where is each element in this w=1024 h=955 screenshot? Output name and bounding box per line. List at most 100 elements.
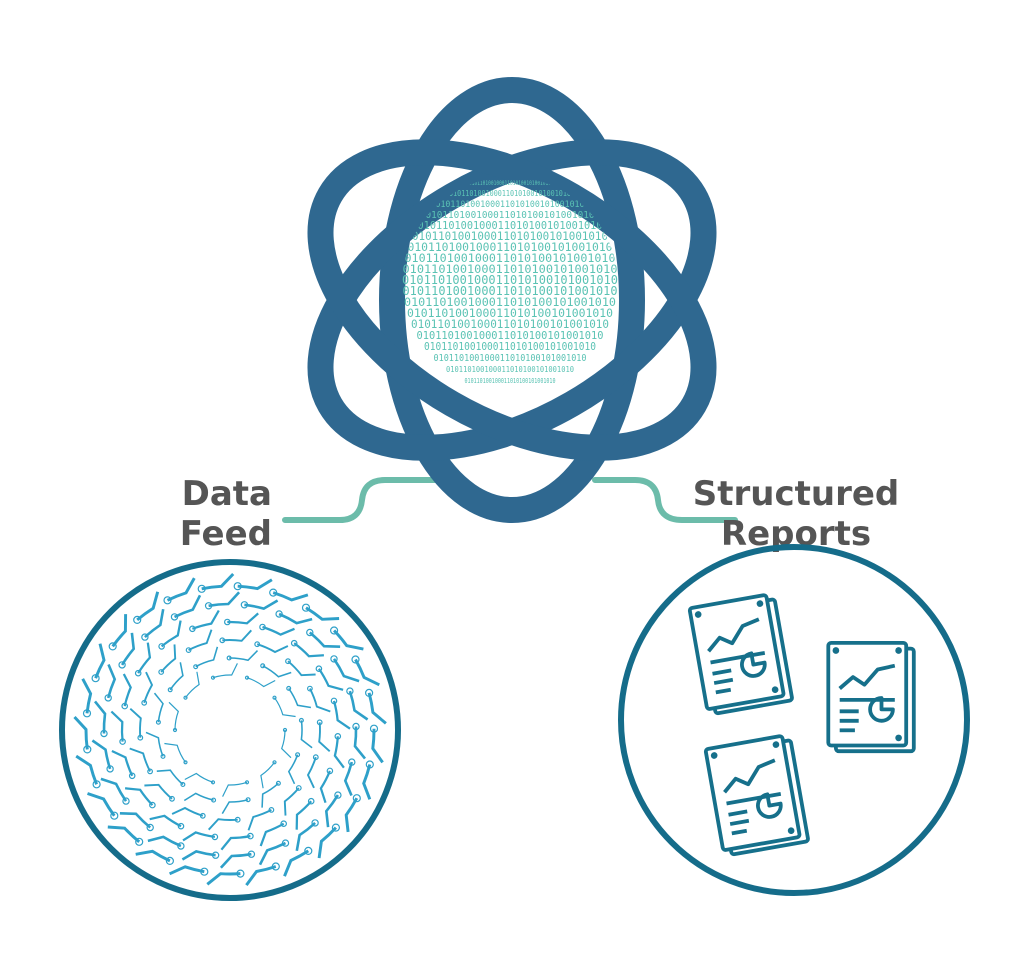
circuit-trace xyxy=(287,754,299,785)
circuit-trace xyxy=(181,849,216,861)
circuit-node xyxy=(135,837,144,846)
circuit-trace xyxy=(237,578,273,591)
circuit-trace xyxy=(244,599,279,611)
circuit-node xyxy=(285,658,291,665)
circuit-trace xyxy=(107,825,141,843)
circuit-trace xyxy=(318,722,331,753)
circuit-node xyxy=(275,780,281,786)
circuit-node xyxy=(275,610,283,618)
circuit-node xyxy=(160,753,166,759)
circuit-trace xyxy=(309,688,331,713)
circuit-node xyxy=(298,717,304,723)
circuit-trace xyxy=(324,794,340,828)
circuit-node xyxy=(352,722,360,731)
circuit-node xyxy=(128,772,136,780)
circuit-node xyxy=(295,785,302,791)
binary-row: 010110100100011010100101001010 xyxy=(465,377,556,385)
binary-row: 010110100100011010100101001010 xyxy=(402,273,618,287)
circuit-trace xyxy=(168,701,179,731)
circuit-trace xyxy=(229,650,259,662)
circuit-trace xyxy=(206,872,241,886)
circuit-trace xyxy=(332,658,360,683)
circuit-trace xyxy=(135,849,171,863)
circuit-trace xyxy=(171,806,204,817)
circuit-trace xyxy=(136,591,160,622)
circuit-node xyxy=(141,699,148,706)
circuit-node xyxy=(199,812,206,819)
circuit-node xyxy=(210,675,216,680)
circuit-trace xyxy=(222,781,248,797)
label-data: Data xyxy=(182,474,272,514)
circuit-trace xyxy=(220,834,251,851)
circuit-trace xyxy=(124,787,154,806)
circuit-node xyxy=(334,732,342,740)
circuit-node xyxy=(304,846,313,856)
circuit-node xyxy=(226,655,232,661)
circuit-node xyxy=(158,643,165,650)
circuit-node xyxy=(254,641,261,648)
circuit-trace xyxy=(261,782,279,808)
binary-row: 010110100100011010100101001010 xyxy=(404,295,616,309)
circuit-node xyxy=(122,797,130,805)
circuit-node xyxy=(259,623,266,631)
circuit-trace xyxy=(344,797,359,833)
circuit-node xyxy=(269,588,278,597)
circuit-node xyxy=(240,601,249,609)
circuit-node xyxy=(197,584,206,593)
circuit-trace xyxy=(272,591,309,602)
circuit-trace xyxy=(333,736,345,769)
circuit-trace xyxy=(371,728,384,764)
label-feed: Feed xyxy=(180,514,272,554)
circuit-node xyxy=(91,674,100,683)
circuit-node xyxy=(133,615,142,625)
circuit-trace xyxy=(354,658,380,687)
circuit-node xyxy=(204,602,213,610)
circuit-node xyxy=(334,791,342,799)
circuit-node xyxy=(167,687,173,693)
circuit-trace xyxy=(305,606,340,621)
circuit-node xyxy=(121,702,129,710)
circuit-node xyxy=(183,695,188,700)
circuit-node xyxy=(137,734,144,741)
circuit-trace xyxy=(208,591,241,608)
circuit-trace xyxy=(293,642,324,658)
circuit-trace xyxy=(110,710,124,742)
circuit-trace xyxy=(195,646,219,668)
circuit-trace xyxy=(221,798,249,814)
circuit-node xyxy=(233,582,242,591)
binary-row: 010110100100011010100101001010 xyxy=(403,262,618,276)
circuit-node xyxy=(234,816,241,823)
circuit-node xyxy=(290,639,298,647)
circuit-node xyxy=(307,797,315,805)
circuit-node xyxy=(272,760,277,765)
circuit-node xyxy=(211,851,220,859)
knot-loop xyxy=(379,77,645,523)
circuit-trace xyxy=(147,835,182,848)
circuit-node xyxy=(193,664,199,670)
circuit-trace xyxy=(143,671,154,704)
circuit-trace xyxy=(308,631,341,648)
connector-right xyxy=(592,477,738,523)
circuit-trace xyxy=(256,643,289,654)
circuit-node xyxy=(306,628,314,637)
circuit-node xyxy=(244,675,250,680)
circuit-node xyxy=(82,709,92,718)
circuit-node xyxy=(224,618,231,626)
circuit-trace xyxy=(245,865,277,886)
circuit-node xyxy=(280,820,288,828)
circuit-node xyxy=(189,625,196,633)
circuit-trace xyxy=(348,690,369,721)
circuit-trace xyxy=(145,731,164,757)
circuit-trace xyxy=(188,629,213,651)
circuit-trace xyxy=(156,769,184,786)
circuit-node xyxy=(170,613,179,621)
circuit-node xyxy=(211,833,219,841)
circuit-trace xyxy=(201,572,235,591)
circuit-node xyxy=(301,603,311,612)
binary-globe-icon: 0101101001000110101001010010100101101001… xyxy=(402,179,618,385)
circuit-trace xyxy=(149,814,182,828)
circuit-trace xyxy=(81,678,93,714)
circuit-trace xyxy=(262,665,292,678)
circuit-trace xyxy=(137,642,152,674)
